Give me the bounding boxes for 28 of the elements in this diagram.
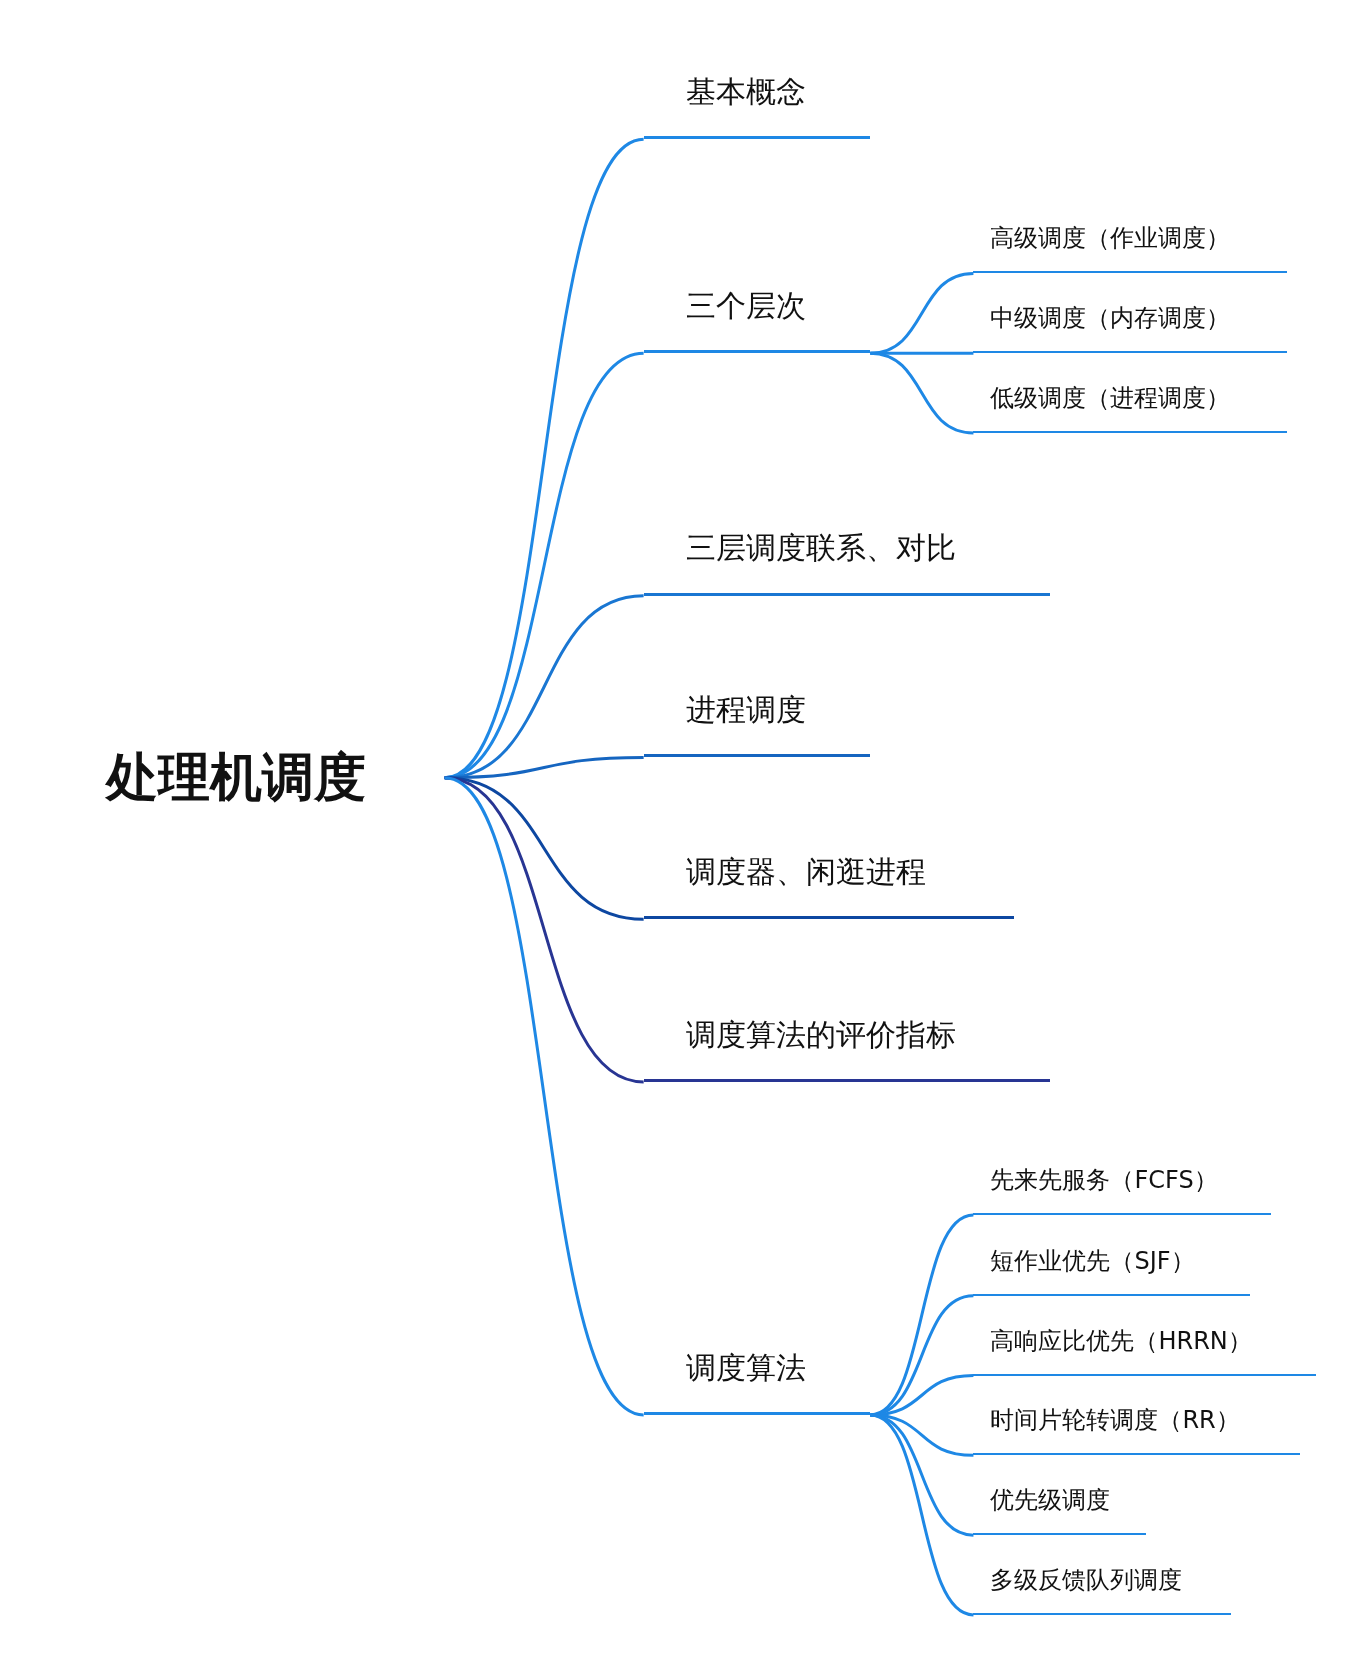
branch-connector (869, 1413, 974, 1617)
branch-topic: 基本概念 (686, 72, 807, 111)
topic-underline (973, 222, 1288, 274)
branch-topic: 三层调度联系、对比 (686, 529, 957, 568)
branch-connector (870, 351, 974, 435)
subtopic: 时间片轮转调度（RR） (990, 1405, 1240, 1437)
subtopic: 短作业优先（SJF） (990, 1245, 1195, 1277)
branch-connector (870, 1374, 974, 1417)
branch-topic: 进程调度 (686, 691, 807, 730)
topic-underline (643, 853, 1014, 920)
root-topic: 处理机调度 (106, 745, 367, 809)
branch-connector (870, 1413, 974, 1457)
subtopic: 优先级调度 (990, 1485, 1111, 1517)
subtopic: 低级调度（进程调度） (990, 382, 1231, 414)
branch-connector (870, 271, 974, 355)
branch-topic: 三个层次 (686, 286, 807, 325)
subtopic: 先来先服务（FCFS） (990, 1164, 1218, 1196)
subtopic: 中级调度（内存调度） (990, 303, 1231, 335)
topic-underline (643, 1016, 1050, 1082)
subtopic: 高级调度（作业调度） (990, 223, 1231, 255)
topic-underline (643, 529, 1050, 596)
branch-connector (444, 776, 645, 1417)
subtopic: 高响应比优先（HRRN） (990, 1325, 1252, 1357)
branch-topic: 调度算法 (686, 1348, 807, 1387)
branch-topic: 调度算法的评价指标 (686, 1015, 957, 1054)
topic-underline (643, 691, 871, 758)
branch-topic: 调度器、闲逛进程 (686, 852, 927, 891)
subtopic: 多级反馈队列调度 (990, 1564, 1183, 1596)
